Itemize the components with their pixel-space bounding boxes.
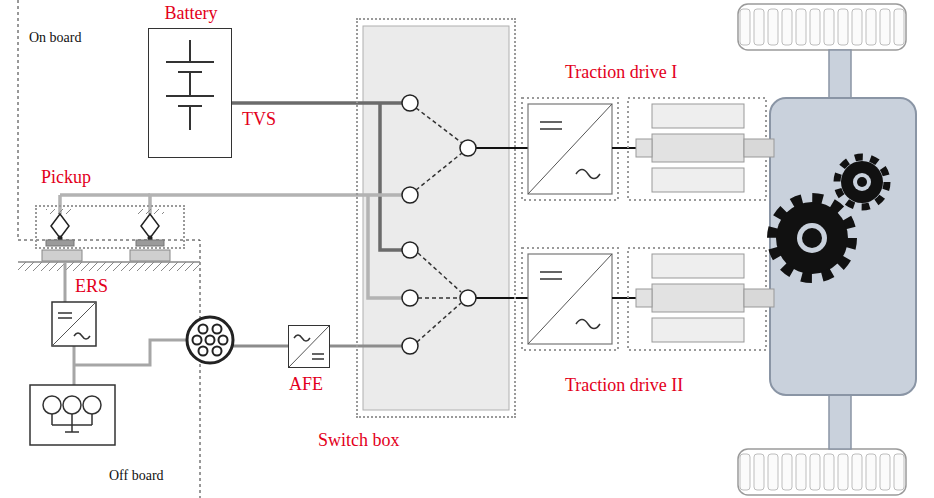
node-label: Switch box	[318, 430, 400, 452]
system-label: ERS	[74, 276, 109, 298]
switch-box: Switch box	[356, 18, 516, 418]
converter-box: AFE	[288, 325, 330, 368]
converter-symbol	[289, 326, 329, 367]
node-label: Battery	[165, 3, 218, 25]
node-label: Pickup	[41, 167, 91, 189]
pickup-symbol	[46, 195, 164, 246]
node-label: Traction drive I	[565, 62, 677, 84]
switch-contacts	[356, 26, 516, 410]
tvs-bus	[232, 101, 356, 105]
boundary-line	[18, 0, 200, 498]
region-label: Off board	[108, 468, 165, 485]
pickup-wire	[150, 195, 356, 205]
charger-wire	[330, 345, 356, 348]
node-label: AFE	[289, 374, 323, 396]
pickup-box: Pickup	[35, 205, 185, 249]
node-label: Traction drive II	[565, 375, 683, 397]
battery-symbol	[166, 40, 214, 130]
offboard-supply	[30, 262, 288, 445]
road-rails	[18, 250, 200, 271]
region-label: On board	[28, 30, 83, 47]
drive-wire	[516, 147, 520, 149]
vehicle-drivetrain	[738, 4, 916, 495]
traction-drive: Traction drive II	[520, 235, 770, 405]
traction-drive-illustration	[520, 98, 774, 200]
drive-wire	[516, 297, 520, 299]
wire-label: TVS	[240, 109, 278, 131]
traction-drive-illustration	[520, 248, 774, 350]
battery-box: Battery	[148, 28, 232, 158]
traction-drive: Traction drive I	[520, 62, 770, 204]
